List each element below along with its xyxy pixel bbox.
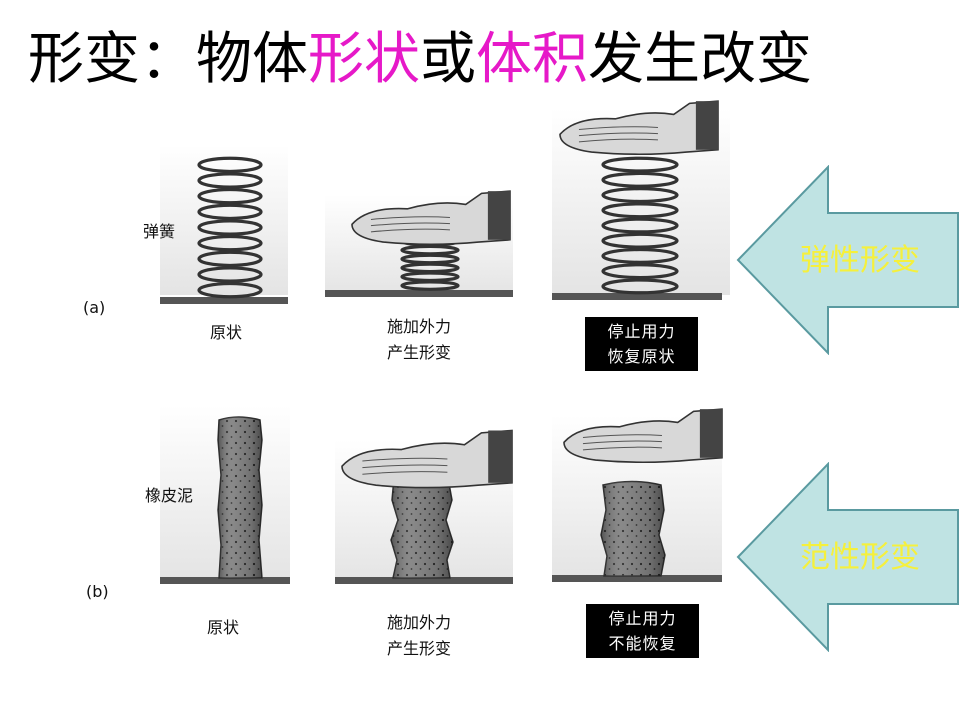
caption-line: 停止用力	[608, 609, 677, 628]
clay-cylinder-icon	[390, 473, 454, 579]
spring-icon	[601, 156, 679, 295]
caption-line: 原状	[207, 618, 240, 637]
row-a-object-label: 弹簧	[143, 222, 176, 241]
hand-icon	[559, 100, 719, 156]
row-b-caption-1: 原状	[207, 615, 239, 641]
title-part-2: 或	[420, 27, 476, 92]
title-part-3: 发生改变	[588, 27, 812, 92]
row-a-caption-3: 停止用力 恢复原状	[585, 317, 698, 371]
clay-cylinder-icon	[217, 416, 263, 579]
left-arrow-icon	[736, 461, 959, 653]
caption-line: 不能恢复	[608, 634, 677, 653]
ground-a	[160, 290, 722, 304]
elastic-deformation-label: 弹性形变	[800, 243, 920, 278]
row-b-tag: (b)	[86, 582, 109, 601]
clay-cylinder-icon	[600, 480, 666, 577]
caption-line: 原状	[210, 323, 243, 342]
slide-title: 形变：物体形状或体积发生改变	[28, 24, 812, 96]
row-b-object-label: 橡皮泥	[145, 486, 194, 505]
hand-icon	[351, 190, 511, 246]
plastic-deformation-arrow: 范性形变	[736, 461, 960, 653]
title-highlight-shape: 形状	[308, 27, 420, 92]
caption-line: 产生形变	[387, 343, 452, 362]
left-arrow-icon	[736, 164, 959, 356]
row-b-caption-3: 停止用力 不能恢复	[586, 604, 699, 658]
row-a-caption-1: 原状	[210, 320, 242, 346]
caption-line: 产生形变	[387, 639, 452, 658]
spring-icon	[197, 156, 263, 299]
row-b-caption-2: 施加外力 产生形变	[387, 610, 451, 662]
plastic-deformation-label: 范性形变	[800, 540, 920, 575]
caption-line: 施加外力	[387, 317, 452, 336]
row-a-caption-2: 施加外力 产生形变	[387, 314, 451, 366]
title-part-1: 形变：物体	[28, 27, 308, 92]
caption-line: 停止用力	[607, 322, 676, 341]
ground-b	[160, 575, 722, 584]
elastic-deformation-arrow: 弹性形变	[736, 164, 960, 356]
row-a-tag: (a)	[83, 298, 106, 317]
caption-line: 恢复原状	[607, 347, 676, 366]
title-highlight-volume: 体积	[476, 27, 588, 92]
hand-icon	[563, 408, 723, 464]
caption-line: 施加外力	[387, 613, 452, 632]
hand-icon	[341, 429, 513, 489]
